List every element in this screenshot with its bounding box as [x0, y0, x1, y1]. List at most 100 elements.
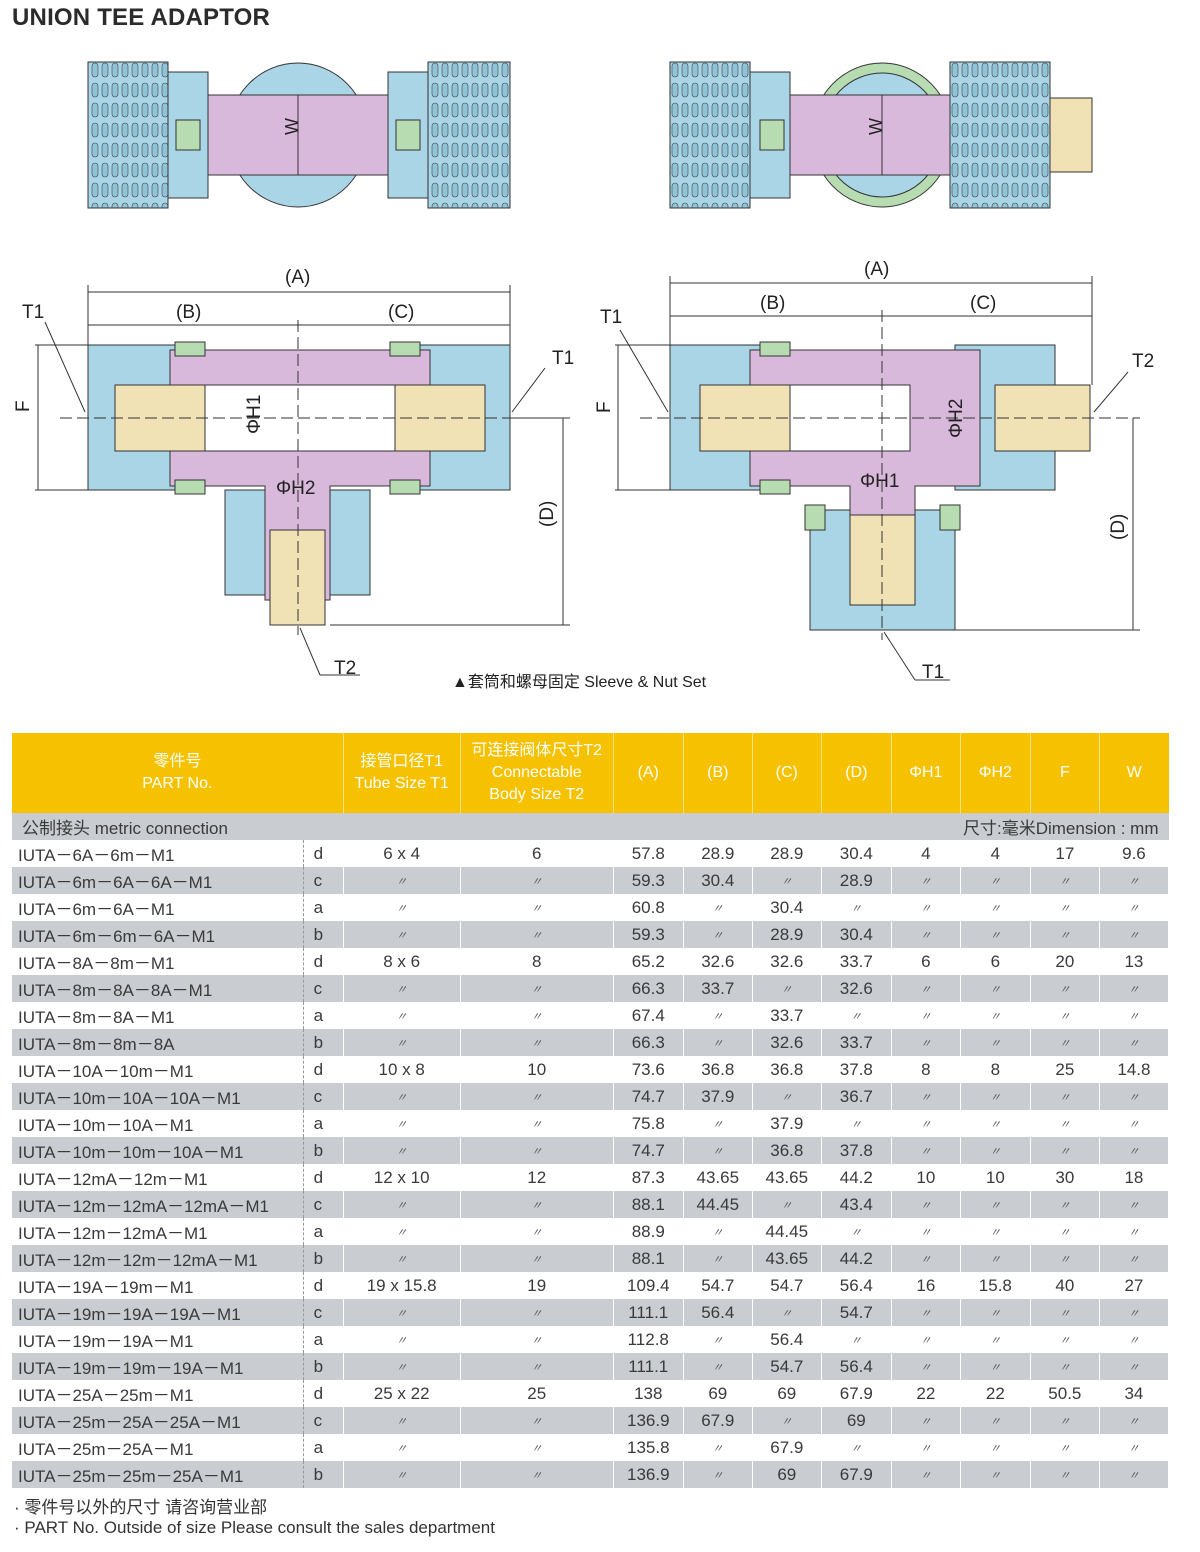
part-number-cell: IUTA－6A－6m－M1 [12, 840, 304, 867]
value-cell: 〃 [683, 1245, 753, 1272]
value-cell: 〃 [460, 1245, 614, 1272]
value-cell: 〃 [683, 1353, 753, 1380]
part-number-cell: IUTA－8A－8m－M1 [12, 948, 304, 975]
value-cell: 〃 [1030, 1137, 1100, 1164]
value-cell: 〃 [683, 1326, 753, 1353]
value-cell: 19 [460, 1272, 614, 1299]
type-letter-cell: a [303, 1326, 344, 1353]
value-cell: 44.45 [752, 1218, 822, 1245]
value-cell: 30.4 [821, 921, 892, 948]
value-cell: 8 x 6 [343, 948, 461, 975]
value-cell: 〃 [891, 1434, 961, 1461]
part-number-cell: IUTA－10m－10A－10A－M1 [12, 1083, 304, 1110]
type-letter-cell: d [303, 1056, 344, 1083]
value-cell: 6 [891, 948, 961, 975]
w-label: W [282, 118, 302, 135]
type-letter-cell: a [303, 1002, 344, 1029]
value-cell: 60.8 [613, 894, 684, 921]
column-header: (A) [613, 733, 684, 813]
value-cell: 8 [460, 948, 614, 975]
value-cell: 〃 [1099, 1191, 1170, 1218]
value-cell: 〃 [960, 1002, 1031, 1029]
value-cell: 〃 [1099, 1299, 1170, 1326]
value-cell: 25 [460, 1380, 614, 1407]
value-cell: 〃 [891, 1461, 961, 1488]
part-number-cell: IUTA－12m－12mA－12mA－M1 [12, 1191, 304, 1218]
value-cell: 111.1 [613, 1353, 684, 1380]
t2-label: T2 [334, 658, 356, 679]
value-cell: 33.7 [821, 1029, 892, 1056]
type-letter-cell: b [303, 921, 344, 948]
value-cell: 32.6 [683, 948, 753, 975]
value-cell: 30.4 [683, 867, 753, 894]
value-cell: 138 [613, 1380, 684, 1407]
value-cell: 33.7 [821, 948, 892, 975]
value-cell: 4 [891, 840, 961, 867]
value-cell: 〃 [683, 1137, 753, 1164]
value-cell: 135.8 [613, 1434, 684, 1461]
value-cell: 67.9 [821, 1461, 892, 1488]
w-label: W [866, 118, 886, 135]
value-cell: 59.3 [613, 867, 684, 894]
value-cell: 〃 [1099, 1137, 1170, 1164]
value-cell: 73.6 [613, 1056, 684, 1083]
value-cell: 〃 [460, 1002, 614, 1029]
part-number-cell: IUTA－6m－6m－6A－M1 [12, 921, 304, 948]
value-cell: 37.9 [752, 1110, 822, 1137]
top-view-left: W [87, 61, 511, 209]
type-letter-cell: d [303, 840, 344, 867]
value-cell: 〃 [821, 894, 892, 921]
value-cell: 〃 [1099, 1218, 1170, 1245]
value-cell: 〃 [460, 1191, 614, 1218]
value-cell: 16 [891, 1272, 961, 1299]
value-cell: 43.4 [821, 1191, 892, 1218]
value-cell: 67.9 [821, 1380, 892, 1407]
part-number-cell: IUTA－19m－19A－M1 [12, 1326, 304, 1353]
value-cell: 〃 [891, 1110, 961, 1137]
value-cell: 〃 [1030, 1083, 1100, 1110]
value-cell: 6 x 4 [343, 840, 461, 867]
value-cell: 〃 [343, 1434, 461, 1461]
part-number-cell: IUTA－19m－19m－19A－M1 [12, 1353, 304, 1380]
value-cell: 32.6 [752, 948, 822, 975]
value-cell: 〃 [891, 1353, 961, 1380]
type-letter-cell: c [303, 1191, 344, 1218]
dim-f-label: F [594, 401, 615, 413]
value-cell: 50.5 [1030, 1380, 1100, 1407]
type-letter-cell: a [303, 894, 344, 921]
column-header-line: Tube Size T1 [354, 775, 449, 792]
value-cell: 〃 [891, 1299, 961, 1326]
value-cell: 〃 [1030, 1110, 1100, 1137]
value-cell: 37.9 [683, 1083, 753, 1110]
value-cell: 88.9 [613, 1218, 684, 1245]
column-header: F [1030, 733, 1100, 813]
value-cell: 〃 [891, 894, 961, 921]
dim-c-label: (C) [388, 302, 414, 323]
value-cell: 30 [1030, 1164, 1100, 1191]
type-letter-cell: b [303, 1029, 344, 1056]
type-letter-cell: b [303, 1245, 344, 1272]
value-cell: 〃 [343, 1083, 461, 1110]
value-cell: 8 [960, 1056, 1031, 1083]
value-cell: 〃 [460, 1218, 614, 1245]
type-letter-cell: c [303, 1083, 344, 1110]
value-cell: 〃 [960, 1434, 1031, 1461]
part-number-cell: IUTA－8m－8A－8A－M1 [12, 975, 304, 1002]
value-cell: 〃 [960, 1461, 1031, 1488]
column-header-line: 零件号 [153, 753, 202, 770]
value-cell: 27 [1099, 1272, 1170, 1299]
value-cell: 〃 [1099, 1083, 1170, 1110]
value-cell: 87.3 [613, 1164, 684, 1191]
value-cell: 〃 [683, 1218, 753, 1245]
value-cell: 〃 [343, 921, 461, 948]
value-cell: 44.2 [821, 1245, 892, 1272]
value-cell: 56.4 [821, 1353, 892, 1380]
